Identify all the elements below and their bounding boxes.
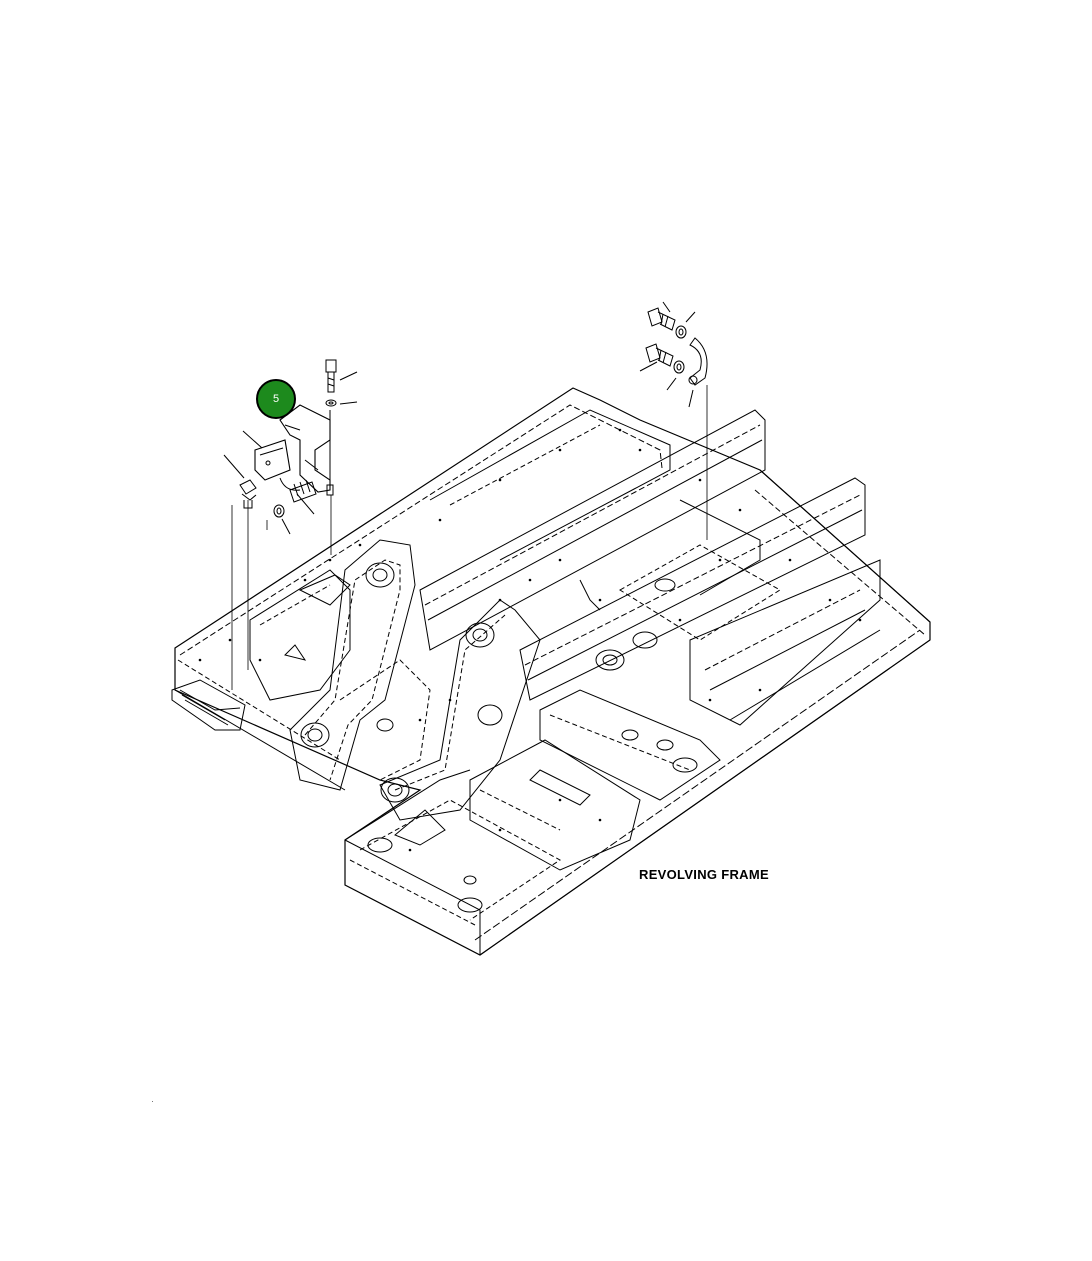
lower-compartments bbox=[469, 578, 721, 871]
frame-rivets bbox=[198, 428, 862, 852]
lamp-assembly bbox=[223, 359, 358, 535]
right-hardware bbox=[639, 301, 708, 408]
leader-lines bbox=[231, 385, 708, 690]
side-beams bbox=[419, 409, 881, 726]
stray-mark bbox=[152, 1101, 153, 1102]
frame-outline bbox=[174, 387, 931, 956]
frame-label: REVOLVING FRAME bbox=[639, 867, 769, 882]
callout-number: 5 bbox=[272, 393, 280, 405]
callout-marker[interactable]: 5 bbox=[256, 379, 296, 419]
boom-brackets bbox=[289, 539, 541, 821]
left-step bbox=[171, 569, 351, 731]
